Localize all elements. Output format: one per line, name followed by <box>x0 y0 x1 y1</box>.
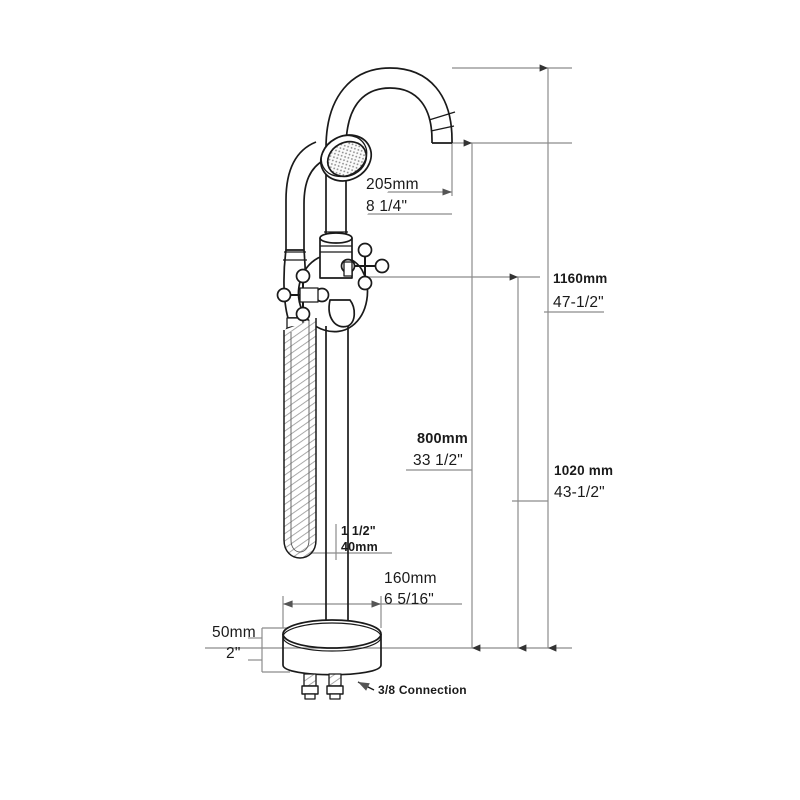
riser-diameter-metric-label: 40mm <box>341 540 378 554</box>
gooseneck-spout <box>324 67 456 238</box>
faucet-assembly <box>276 67 456 700</box>
supply-connection-fittings <box>301 673 344 700</box>
connection-callout-label: 3/8 Connection <box>378 683 467 697</box>
cross-handle-left <box>276 268 330 322</box>
handheld-shower-head <box>283 134 373 335</box>
cylindrical-floor-base <box>282 619 382 676</box>
connection-leader <box>357 681 375 691</box>
braided-hose <box>283 318 317 559</box>
cross-handle-right <box>340 242 390 291</box>
base-height-metric-label: 50mm <box>212 624 256 641</box>
overall-height-metric-label: 1160mm <box>553 271 608 286</box>
spout-reach-metric-label: 205mm <box>366 176 419 193</box>
overall-height-imperial-label: 47-1/2" <box>553 294 604 311</box>
valve-height-imperial-label: 43-1/2" <box>554 484 605 501</box>
riser-diameter-imperial-label: 1 1/2" <box>341 524 376 538</box>
valve-height-metric-label: 1020 mm <box>554 463 614 478</box>
base-height-imperial-label: 2" <box>226 645 241 662</box>
spout-reach-imperial-label: 8 1/4" <box>366 198 408 215</box>
base-diameter-imperial-label: 6 5/16" <box>384 591 434 608</box>
base-diameter-metric-label: 160mm <box>384 570 437 587</box>
riser-pipe <box>325 326 349 636</box>
spout-height-metric-label: 800mm <box>417 431 468 447</box>
spout-height-imperial-label: 33 1/2" <box>413 452 463 469</box>
